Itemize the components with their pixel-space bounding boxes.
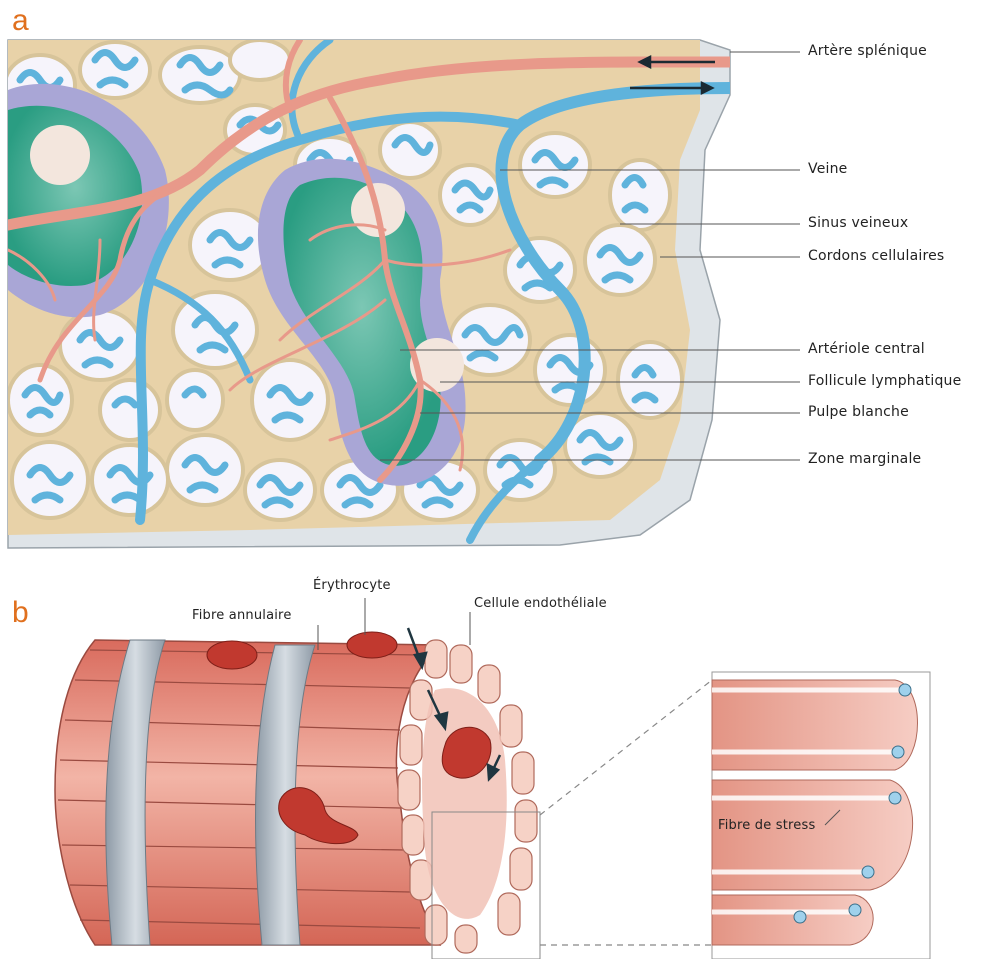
label-follicule-lymphatique: Follicule lymphatique [808,373,961,389]
label-erythrocyte: Érythrocyte [313,578,391,593]
label-arteriole-central: Artériole central [808,341,925,357]
label-fibre-annulaire: Fibre annulaire [192,608,292,623]
inset-cell-1 [712,680,918,770]
panel-b-diagram [55,598,930,959]
label-pulpe-blanche: Pulpe blanche [808,404,909,420]
label-sinus-veineux: Sinus veineux [808,215,908,231]
label-cellule-endotheliale: Cellule endothéliale [474,596,607,611]
label-zone-marginale: Zone marginale [808,451,921,467]
stress-fiber-inset [712,672,930,959]
inset-cell-3 [712,895,873,945]
panel-b-letter: b [12,596,29,630]
follicle-left [30,125,90,185]
panel-a-letter: a [12,4,29,38]
sinus-lumen [422,688,507,919]
label-cordons-cellulaires: Cordons cellulaires [808,248,944,264]
panel-a-diagram [5,40,800,548]
label-veine: Veine [808,161,847,177]
label-fibre-de-stress: Fibre de stress [718,818,815,833]
label-artere-splenique: Artère splénique [808,43,927,59]
